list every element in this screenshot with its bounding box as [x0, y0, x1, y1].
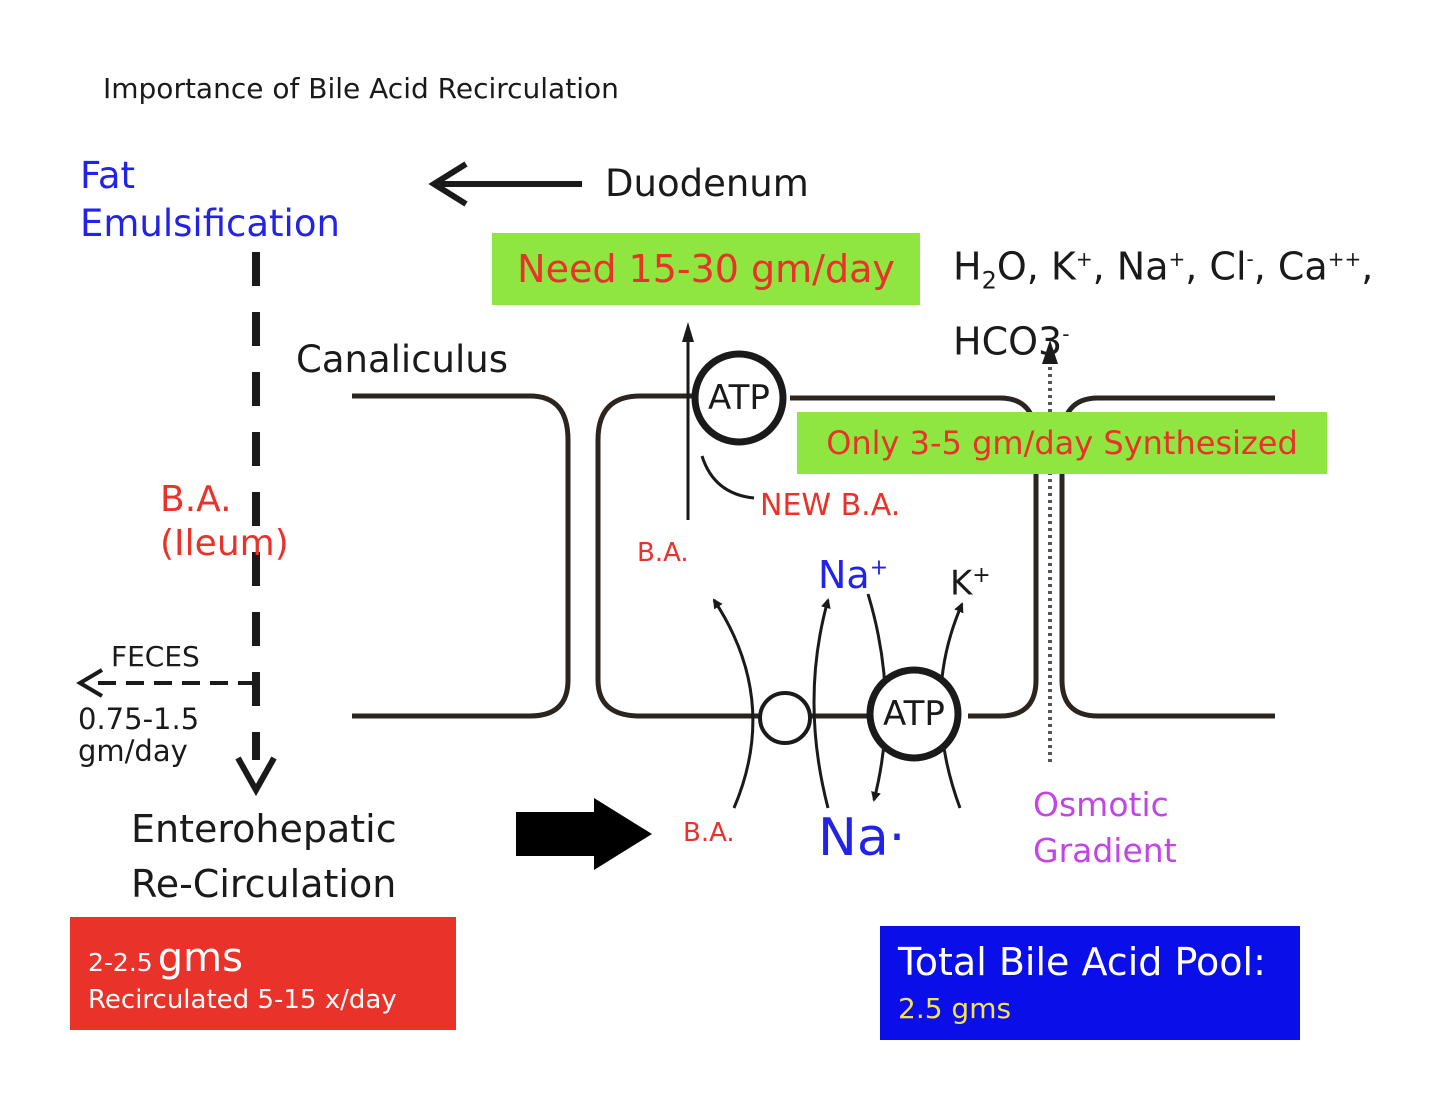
na-bottom-label: Na·	[818, 808, 906, 868]
block-arrow	[516, 798, 652, 870]
ions-label: H2O, K+, Na+, Cl-, Ca++, HCO3-	[953, 244, 1374, 364]
need-box: Need 15-30 gm/day	[492, 233, 920, 305]
canaliculus-label: Canaliculus	[296, 338, 508, 381]
fat-emulsification-label: Fat Emulsification	[80, 154, 340, 245]
cell-membrane	[352, 393, 1275, 719]
feces-label: FECES	[111, 640, 200, 673]
ba-bottom-label: B.A.	[683, 818, 735, 848]
only-synthesized-box: Only 3-5 gm/day Synthesized	[797, 412, 1327, 474]
atp-bottom-label: ATP	[883, 694, 945, 734]
k-top-label: K+	[950, 563, 991, 604]
pool-title: Total Bile Acid Pool:	[898, 940, 1266, 984]
osmotic-dotted-arrow	[1042, 340, 1058, 762]
pool-amount: 2.5 gms	[898, 992, 1012, 1025]
feces-amount-label: 0.75-1.5 gm/day	[78, 702, 200, 768]
new-ba-arrow	[682, 322, 755, 520]
new-ba-label: NEW B.A.	[760, 488, 901, 523]
atp-top-label: ATP	[708, 378, 770, 418]
osmotic-gradient-label: Osmotic Gradient	[1033, 785, 1177, 870]
atp-top-circle	[691, 350, 787, 446]
atp-bottom-circle	[866, 666, 962, 762]
bile-acid-pool-box: Total Bile Acid Pool: 2.5 gms	[880, 926, 1300, 1040]
arrow-feces	[76, 668, 256, 698]
arrow-duodenum-to-fat	[428, 161, 582, 207]
na-top-label: Na+	[818, 553, 889, 597]
duodenum-label: Duodenum	[605, 162, 809, 205]
recirc-unit: gms	[157, 935, 243, 981]
arrow-down-entero	[235, 756, 277, 797]
ba-ileum-label: B.A. (Ileum)	[160, 479, 289, 564]
ba-top-label: B.A.	[637, 538, 689, 568]
symporter-circle	[758, 691, 812, 745]
enterohepatic-label: Enterohepatic Re-Circulation	[131, 807, 397, 906]
recirc-frequency: Recirculated 5-15 x/day	[88, 985, 397, 1015]
recirculation-box: 2-2.5 gms Recirculated 5-15 x/day	[70, 917, 456, 1030]
recirc-amount: 2-2.5	[88, 948, 153, 977]
page-title: Importance of Bile Acid Recirculation	[103, 72, 619, 105]
